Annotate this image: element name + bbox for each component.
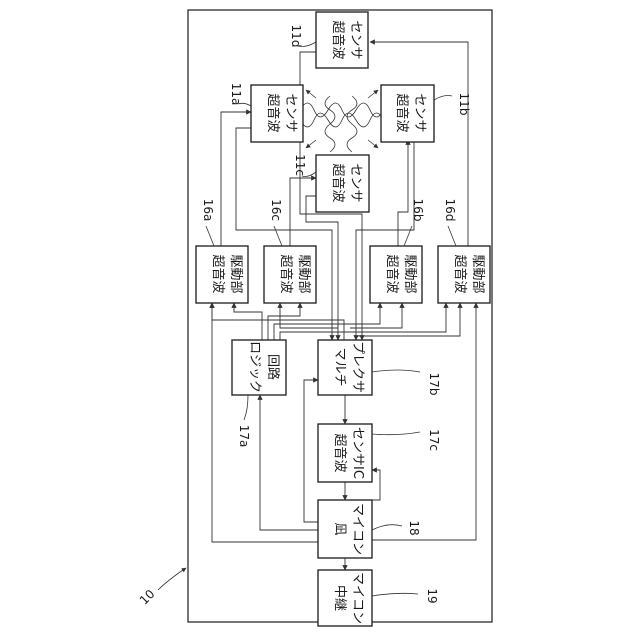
- relay-mcu-block: 中継 マイコン: [318, 570, 372, 626]
- ref-17c: 17c: [427, 429, 441, 451]
- driver-16b-line2: 駆動部: [402, 254, 417, 293]
- mcu-line1: 凪: [332, 522, 347, 535]
- ultrasonic-wave-icon: [300, 90, 384, 152]
- leader-17b: [372, 370, 420, 372]
- wire-mcu-mux: [304, 380, 318, 522]
- ref-19: 19: [425, 588, 439, 603]
- relay-line2: マイコン: [350, 572, 365, 624]
- ref-17a: 17a: [237, 425, 251, 448]
- wire-mcu-16d: [372, 303, 476, 540]
- sensor-11c-block: 超音波 センサ: [316, 155, 369, 212]
- wire-16b-11b: [398, 140, 408, 248]
- ref-10: 10: [137, 587, 158, 608]
- ic-line2: センサIC: [350, 427, 365, 479]
- wire-logic-16d: [280, 303, 446, 340]
- sensor-11b-block: 超音波 センサ: [381, 85, 434, 142]
- wire-logic-16c: [268, 303, 300, 340]
- leader-17a: [244, 395, 248, 420]
- mux-line2: プレクサ: [350, 341, 365, 393]
- wire-mux-16a: [212, 303, 344, 340]
- driver-16c-line1: 超音波: [278, 254, 294, 293]
- ref-11b: 11b: [457, 93, 471, 116]
- driver-16a-block: 超音波 駆動部: [196, 246, 248, 303]
- leader-19: [372, 593, 418, 596]
- leader-10: [158, 568, 186, 590]
- ref-16b: 16b: [411, 199, 425, 222]
- driver-16c-line2: 駆動部: [296, 254, 311, 293]
- wire-mux-16d: [356, 303, 460, 336]
- wire-mcu-ic: [372, 470, 380, 500]
- ref-11c: 11c: [293, 154, 307, 176]
- sensor-11a-line1: 超音波: [265, 93, 281, 132]
- mcu-line2: マイコン: [350, 503, 365, 555]
- sensor-ic-block: 超音波 センサIC: [318, 424, 372, 482]
- leader-16a: [206, 226, 214, 246]
- wire-mcu-16a: [212, 303, 318, 542]
- driver-16d-block: 超音波 駆動部: [438, 246, 490, 303]
- leader-16d: [448, 226, 456, 246]
- driver-16b-block: 超音波 駆動部: [370, 246, 422, 303]
- ref-16c: 16c: [269, 199, 283, 221]
- driver-16a-line1: 超音波: [210, 254, 226, 293]
- leader-18: [372, 525, 402, 530]
- sensor-11b-line1: 超音波: [394, 93, 410, 132]
- wire-mcu-logic: [260, 395, 318, 530]
- ref-16a: 16a: [201, 199, 215, 222]
- ref-17b: 17b: [427, 373, 441, 396]
- driver-16d-line2: 駆動部: [470, 254, 485, 293]
- ic-line1: 超音波: [332, 433, 348, 472]
- sensor-11b-line2: センサ: [412, 93, 427, 132]
- ref-16d: 16d: [443, 199, 457, 222]
- ref-11d: 11d: [289, 25, 303, 48]
- ref-18: 18: [407, 520, 421, 535]
- driver-16b-line1: 超音波: [384, 254, 400, 293]
- leader-16c: [274, 226, 282, 246]
- logic-line1: ロジック: [247, 341, 262, 393]
- sensor-11a-block: 超音波 センサ: [251, 85, 303, 142]
- wire-logic-16a: [234, 303, 262, 340]
- driver-16a-line2: 駆動部: [228, 254, 243, 293]
- sensor-11c-line2: センサ: [348, 163, 363, 202]
- wire-logic-16b: [274, 303, 380, 340]
- sensor-11d-line1: 超音波: [330, 20, 346, 59]
- ref-11a: 11a: [229, 83, 243, 106]
- relay-line1: 中継: [332, 585, 347, 611]
- mux-line1: マルチ: [332, 347, 347, 386]
- logic-circuit-block: ロジック 回路: [232, 340, 286, 395]
- mcu-block: 凪 マイコン: [318, 500, 372, 558]
- sensor-11a-line2: センサ: [283, 93, 298, 132]
- leader-11b: [434, 96, 452, 101]
- sensor-11d-line2: センサ: [348, 20, 363, 59]
- logic-line2: 回路: [265, 354, 281, 380]
- wire-16c-11c: [290, 178, 316, 248]
- leader-17c: [372, 432, 420, 435]
- sensor-11c-line1: 超音波: [330, 163, 346, 202]
- multiplexer-block: マルチ プレクサ: [318, 340, 372, 395]
- driver-16c-block: 超音波 駆動部: [264, 246, 316, 303]
- leader-16b: [404, 226, 412, 246]
- driver-16d-line1: 超音波: [452, 254, 468, 293]
- sensor-11d-block: 超音波 センサ: [316, 12, 368, 68]
